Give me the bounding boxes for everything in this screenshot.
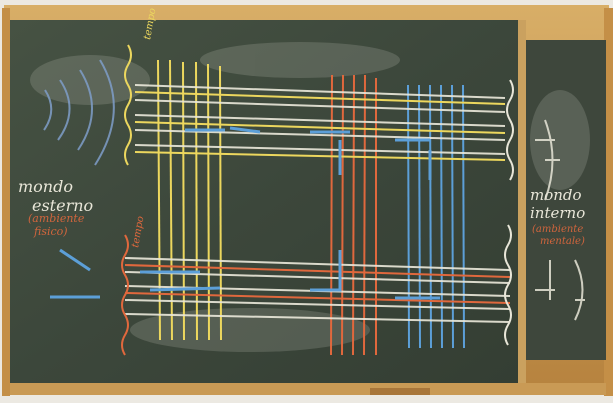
- right-subtitle-line1: (ambiente: [532, 224, 583, 235]
- left-title-line1: mondo: [18, 177, 73, 196]
- left-subtitle-line2: fisico): [33, 225, 68, 238]
- chalk-ledge: [10, 383, 606, 395]
- frame-left: [2, 8, 10, 396]
- left-subtitle-line1: (ambiente: [28, 212, 85, 225]
- board-divider: [518, 20, 526, 383]
- eraser: [370, 388, 430, 395]
- right-title-line1: mondo: [530, 186, 582, 204]
- right-title-line2: interno: [530, 204, 585, 222]
- right-subtitle-line2: mentale): [540, 236, 585, 247]
